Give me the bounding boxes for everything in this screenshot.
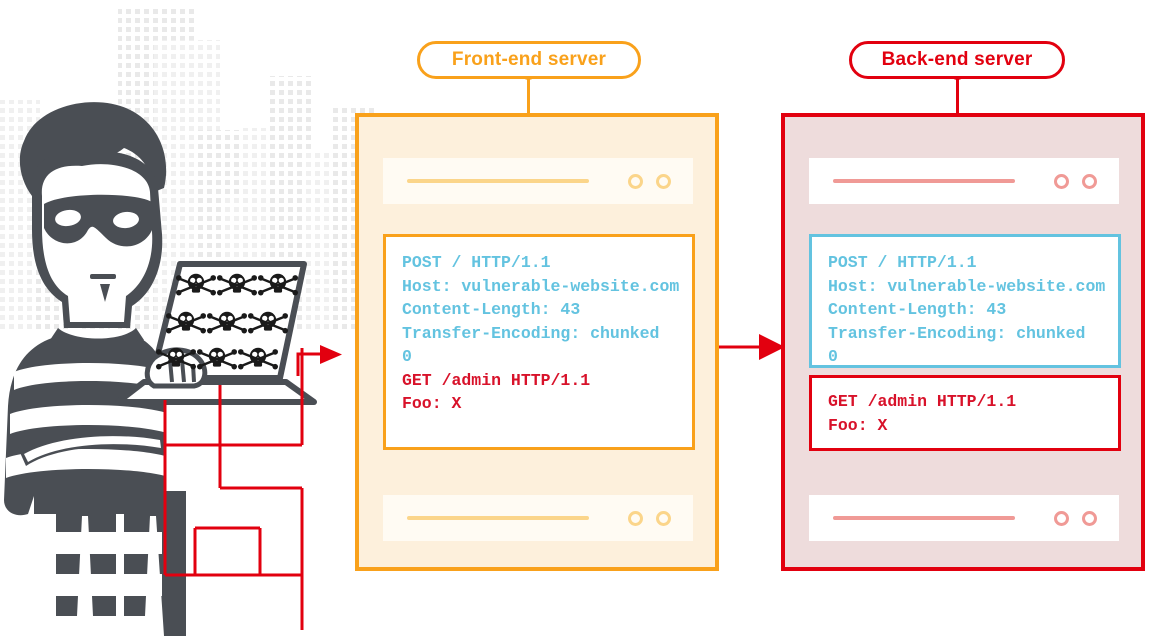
rack-led-icon [1082,510,1097,526]
frontend-request-box: POST / HTTP/1.1 Host: vulnerable-website… [383,234,695,450]
backend-callout-stem [956,76,959,116]
smuggled-request-line: Foo: X [402,394,462,413]
request-line: 0 [402,347,412,366]
request-line: Transfer-Encoding: chunked [828,323,1086,343]
rack-led-icon [656,510,671,526]
smuggled-request-line: Foo: X [828,415,888,435]
rack-line [407,516,589,520]
arrow-attacker-to-frontend [296,345,342,376]
rack-line [407,179,589,183]
attack-circuit-trace [163,348,304,630]
request-line: Host: vulnerable-website.com [402,276,680,296]
request-line: Content-Length: 43 [828,300,1007,319]
backend-rack-unit-bottom [809,495,1119,541]
frontend-rack-unit-bottom [383,495,693,541]
rack-indicator-group [1054,173,1097,189]
backend-rack-unit-top [809,158,1119,204]
backend-first-request-box: POST / HTTP/1.1 Host: vulnerable-website… [809,234,1121,368]
request-line: POST / HTTP/1.1 [402,253,551,272]
request-line: Content-Length: 43 [402,300,581,319]
rack-led-icon [1054,510,1069,526]
frontend-callout-stem [527,76,530,116]
smuggled-request-line: GET /admin HTTP/1.1 [828,392,1017,411]
rack-led-icon [1082,173,1097,189]
request-line: Host: vulnerable-website.com [828,276,1106,296]
rack-led-icon [628,510,643,526]
frontend-rack-unit-top [383,158,693,204]
backend-server-panel: POST / HTTP/1.1 Host: vulnerable-website… [781,113,1145,571]
rack-line [833,516,1015,520]
request-line: POST / HTTP/1.1 [828,253,977,272]
frontend-server-panel: POST / HTTP/1.1 Host: vulnerable-website… [355,113,719,571]
smuggled-request-line: GET /admin HTTP/1.1 [402,370,591,390]
request-line: Transfer-Encoding: chunked [402,323,660,343]
request-line: 0 [828,347,838,366]
rack-indicator-group [628,510,671,526]
backend-server-label: Back-end server [849,41,1065,79]
arrow-frontend-to-backend [719,334,785,360]
rack-line [833,179,1015,183]
attacker-illustration [4,102,317,636]
rack-led-icon [1054,173,1069,189]
rack-led-icon [628,173,643,189]
backend-smuggled-request-box: GET /admin HTTP/1.1 Foo: X [809,375,1121,451]
rack-led-icon [656,173,671,189]
rack-indicator-group [628,173,671,189]
rack-indicator-group [1054,510,1097,526]
frontend-server-label: Front-end server [417,41,641,79]
